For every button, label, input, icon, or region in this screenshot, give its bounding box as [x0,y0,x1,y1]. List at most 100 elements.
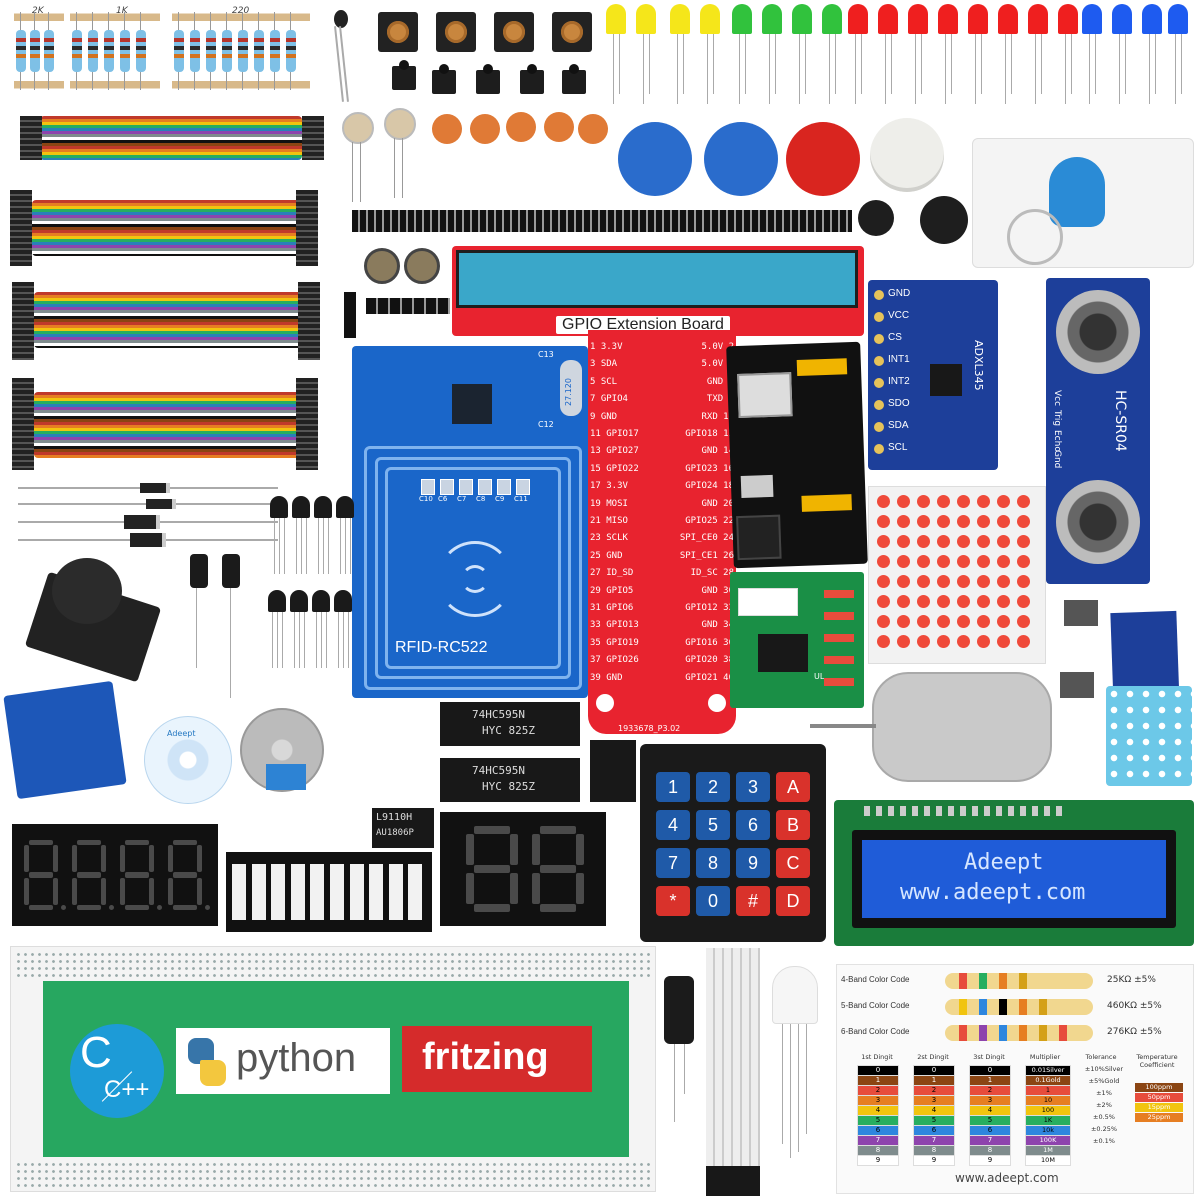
matrix-dot [877,635,890,648]
diode [18,533,278,547]
color-code-column-header: Multiplier [1029,1053,1061,1061]
keypad-key: 3 [736,772,770,802]
resistor-band [1019,1025,1027,1041]
gpio-pin-label-right: GND 20 [701,498,734,509]
gpio-pin-label-left: 25 GND [590,550,623,561]
gpio-pin-label-left: 19 MOSI [590,498,628,509]
matrix-dot [1017,635,1030,648]
transistor [312,590,330,612]
bar-graph-segment [369,864,384,920]
transistor-leg [338,612,339,668]
display-segment [532,834,541,865]
color-code-temp-cell: 25ppm [1135,1113,1183,1122]
photoresistor [342,112,374,202]
accelerometer-pin-label: VCC [888,310,910,321]
diode [18,483,278,493]
matrix-dot [1017,535,1030,548]
keypad-key: C [776,848,810,878]
display-segment [173,840,197,846]
color-code-tolerance-cell: ±5%Gold [1088,1077,1120,1085]
keypad-key: D [776,886,810,916]
keypad-key: # [736,886,770,916]
transistor-leg [294,612,295,668]
gpio-pin-label-left: 15 GPIO22 [590,463,639,474]
resistor-band [1019,973,1027,989]
resistor-band [959,973,967,989]
accelerometer-pin-label: INT1 [888,354,910,365]
gpio-header-socket [456,250,858,308]
keypad-key: 5 [696,810,730,840]
keypad-key: * [656,886,690,916]
matrix-dot [957,595,970,608]
display-segment [509,834,518,865]
matrix-dot [977,515,990,528]
matrix-dot [957,575,970,588]
color-code-temp-cell: 15ppm [1135,1103,1183,1112]
gpio-pin-label-right: GPIO21 40 [685,672,734,683]
transistor-leg [321,612,322,668]
color-code-temp-cell: 100ppm [1135,1083,1183,1092]
python-logo: python [176,1028,390,1094]
gpio-pin-label-right: GPIO18 12 [685,429,734,439]
matrix-dot [957,495,970,508]
display-segment [120,845,126,873]
gpio-footer: 1933678_P3.02 [618,724,681,733]
gpio-pin-label-left: 29 GPIO5 [590,585,634,596]
mini-button [476,64,500,94]
gpio-pin-label-left: 17 3.3V [590,481,628,492]
gpio-pin-label-right: ID_SC 28 [690,568,734,579]
matrix-dot [997,635,1010,648]
display-segment [540,826,576,835]
matrix-dot [937,615,950,628]
matrix-dot [897,535,910,548]
gpio-pin-label-right: GND 6 [706,376,734,387]
transistor-leg [279,518,280,574]
fritzing-text: fritzing [422,1036,549,1078]
resistor-band [1039,1025,1047,1041]
display-segment [100,877,106,905]
rfid-capacitor-label: C10 [419,495,433,503]
accelerometer-pin-label: SDA [888,420,909,431]
rfid-capacitor [497,479,511,495]
gpio-pin-label-left: 1 3.3V [590,342,623,352]
matrix-dot [937,635,950,648]
keypad-key: A [776,772,810,802]
electrolytic-capacitor-large [664,976,694,1044]
gpio-pin-label-right: GND 14 [701,446,734,457]
matrix-dot [877,515,890,528]
display-segment [29,872,53,878]
c-logo-text: C [80,1028,112,1077]
transistor-leg [272,612,273,668]
transistor-leg [284,518,285,574]
resistor-band [1059,1025,1067,1041]
keypad-key: 1 [656,772,690,802]
resistor-band [999,1025,1007,1041]
matrix-dot [917,635,930,648]
matrix-dot [957,635,970,648]
rfid-crystal [560,360,582,416]
matrix-dot [997,615,1010,628]
slide-switch [1060,672,1094,698]
bar-graph-segment [408,864,423,920]
bar-graph-segment [271,864,286,920]
photoresistor [384,108,416,198]
transistor-leg [340,518,341,574]
resistor-strip-1k: 1K [70,4,160,98]
accelerometer-pin-hole [874,422,884,432]
rfid-capacitor-label: C8 [476,495,486,503]
matrix-dot [917,575,930,588]
slide-switch [1064,600,1098,626]
gpio-pin-label-right: SPI_CE1 26 [679,550,734,561]
matrix-dot [917,595,930,608]
matrix-dot [937,495,950,508]
ceramic-capacitor [432,114,462,144]
color-code-tolerance-cell: ±10%Silver [1084,1065,1124,1073]
transistor-leg [323,518,324,574]
matrix-dot [1017,595,1030,608]
keypad-key: B [776,810,810,840]
matrix-dot [997,555,1010,568]
display-segment [120,877,126,905]
resistor-band [979,1025,987,1041]
